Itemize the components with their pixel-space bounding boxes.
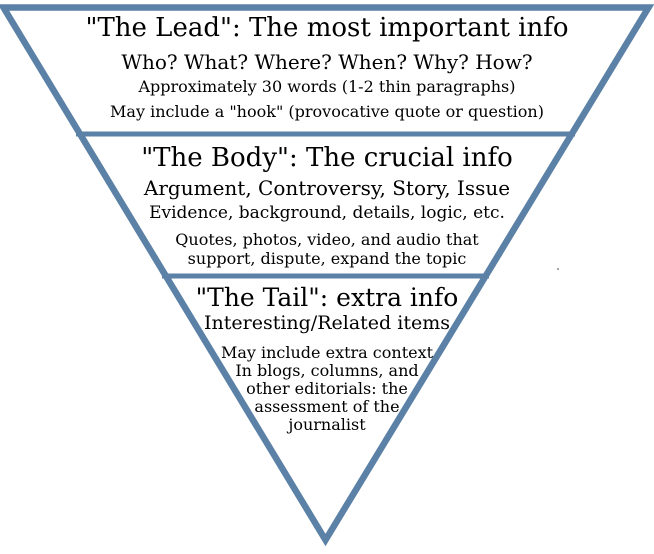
tail-line-editorials: other editorials: the <box>246 379 408 398</box>
tail-line-journalist: journalist <box>288 415 366 434</box>
tail-line-blogs: In blogs, columns, and <box>235 361 419 380</box>
lead-section-title: "The Lead": The most important info <box>85 13 569 43</box>
tail-line-context: May include extra context <box>220 343 434 362</box>
body-line-quotes-1: Quotes, photos, video, and audio that <box>175 230 479 249</box>
lead-line-word-count: Approximately 30 words (1-2 thin paragra… <box>138 77 516 96</box>
tail-line-interesting: Interesting/Related items <box>204 312 450 334</box>
body-line-quotes-2: support, dispute, expand the topic <box>187 249 467 268</box>
tail-section-title: "The Tail": extra info <box>195 283 459 312</box>
tail-line-assessment: assessment of the <box>254 397 400 416</box>
body-line-evidence: Evidence, background, details, logic, et… <box>149 203 505 223</box>
lead-line-questions: Who? What? Where? When? Why? How? <box>121 50 533 74</box>
stray-dot <box>557 268 559 270</box>
body-section-title: "The Body": The crucial info <box>141 143 513 173</box>
body-line-argument: Argument, Controversy, Story, Issue <box>143 176 511 200</box>
lead-line-hook: May include a "hook" (provocative quote … <box>110 102 544 121</box>
